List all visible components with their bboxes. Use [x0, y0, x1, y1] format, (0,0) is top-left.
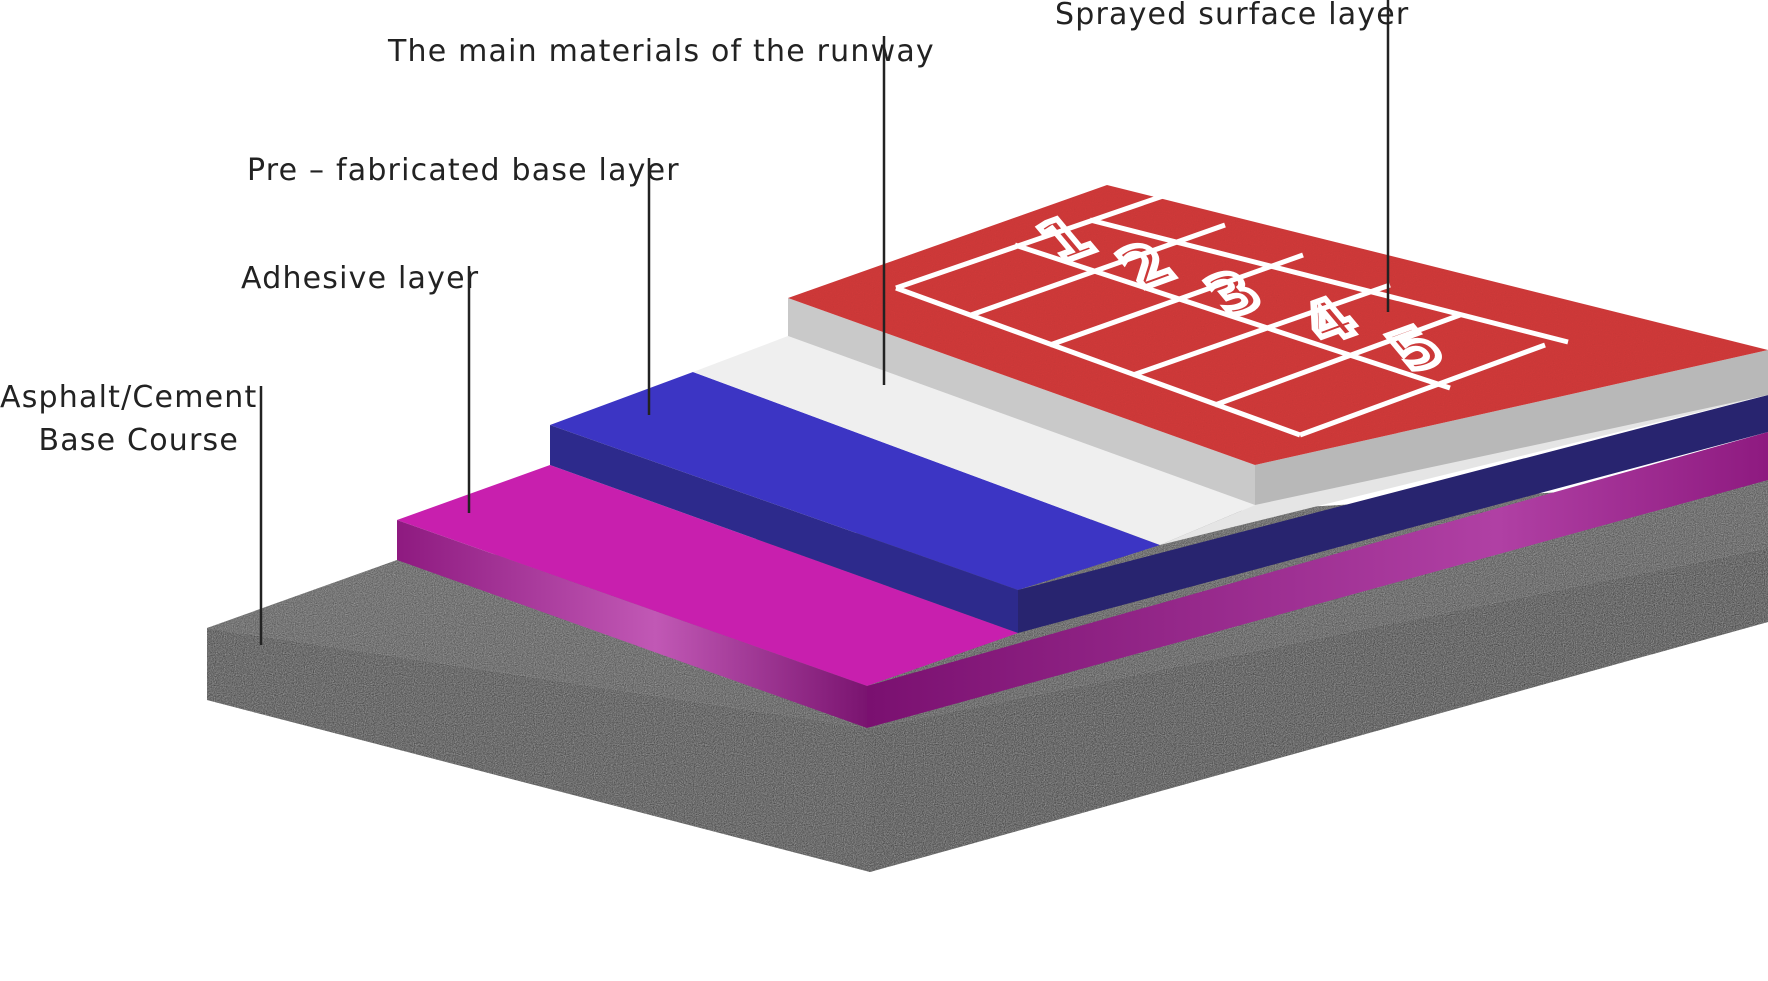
- sprayed-surface-block: 1 2 3 4 5: [788, 185, 1768, 505]
- lane-line: [1299, 342, 1546, 438]
- asphalt-front-face: [207, 628, 870, 872]
- adhesive-layer-block: [397, 432, 1768, 728]
- adhesive-front-face: [397, 520, 867, 728]
- leader-lines: [259, 0, 1390, 645]
- main-material-top-face: [693, 336, 1255, 545]
- label-base-course: Asphalt/Cement Base Course: [0, 376, 258, 462]
- lane-line: [895, 285, 1301, 438]
- label-adhesive-layer: Adhesive layer: [241, 261, 480, 296]
- adhesive-side-face: [867, 432, 1768, 728]
- track-side-face: [1255, 350, 1768, 505]
- lane-line: [1214, 312, 1461, 408]
- track-front-face: [788, 298, 1255, 505]
- adhesive-top-face: [397, 465, 1018, 686]
- prefab-side-face: [1018, 395, 1768, 633]
- prefab-front-face: [550, 425, 1018, 633]
- asphalt-side-face: [870, 548, 1768, 872]
- track-lane-lines: [895, 193, 1569, 438]
- label-base-course-line1: Asphalt/Cement: [0, 380, 258, 415]
- lane-line: [1014, 242, 1451, 391]
- label-base-course-line2: Base Course: [38, 423, 239, 458]
- prefab-top-face: [550, 372, 1160, 590]
- lane-line: [895, 193, 1164, 291]
- label-sprayed-surface-layer: Sprayed surface layer: [1055, 0, 1410, 32]
- lane-line: [1132, 282, 1391, 378]
- label-prefabricated-base-layer: Pre – fabricated base layer: [247, 153, 680, 188]
- lane-line: [1089, 217, 1569, 345]
- prefabricated-layer-block: [550, 372, 1768, 633]
- label-main-materials: The main materials of the runway: [388, 34, 935, 69]
